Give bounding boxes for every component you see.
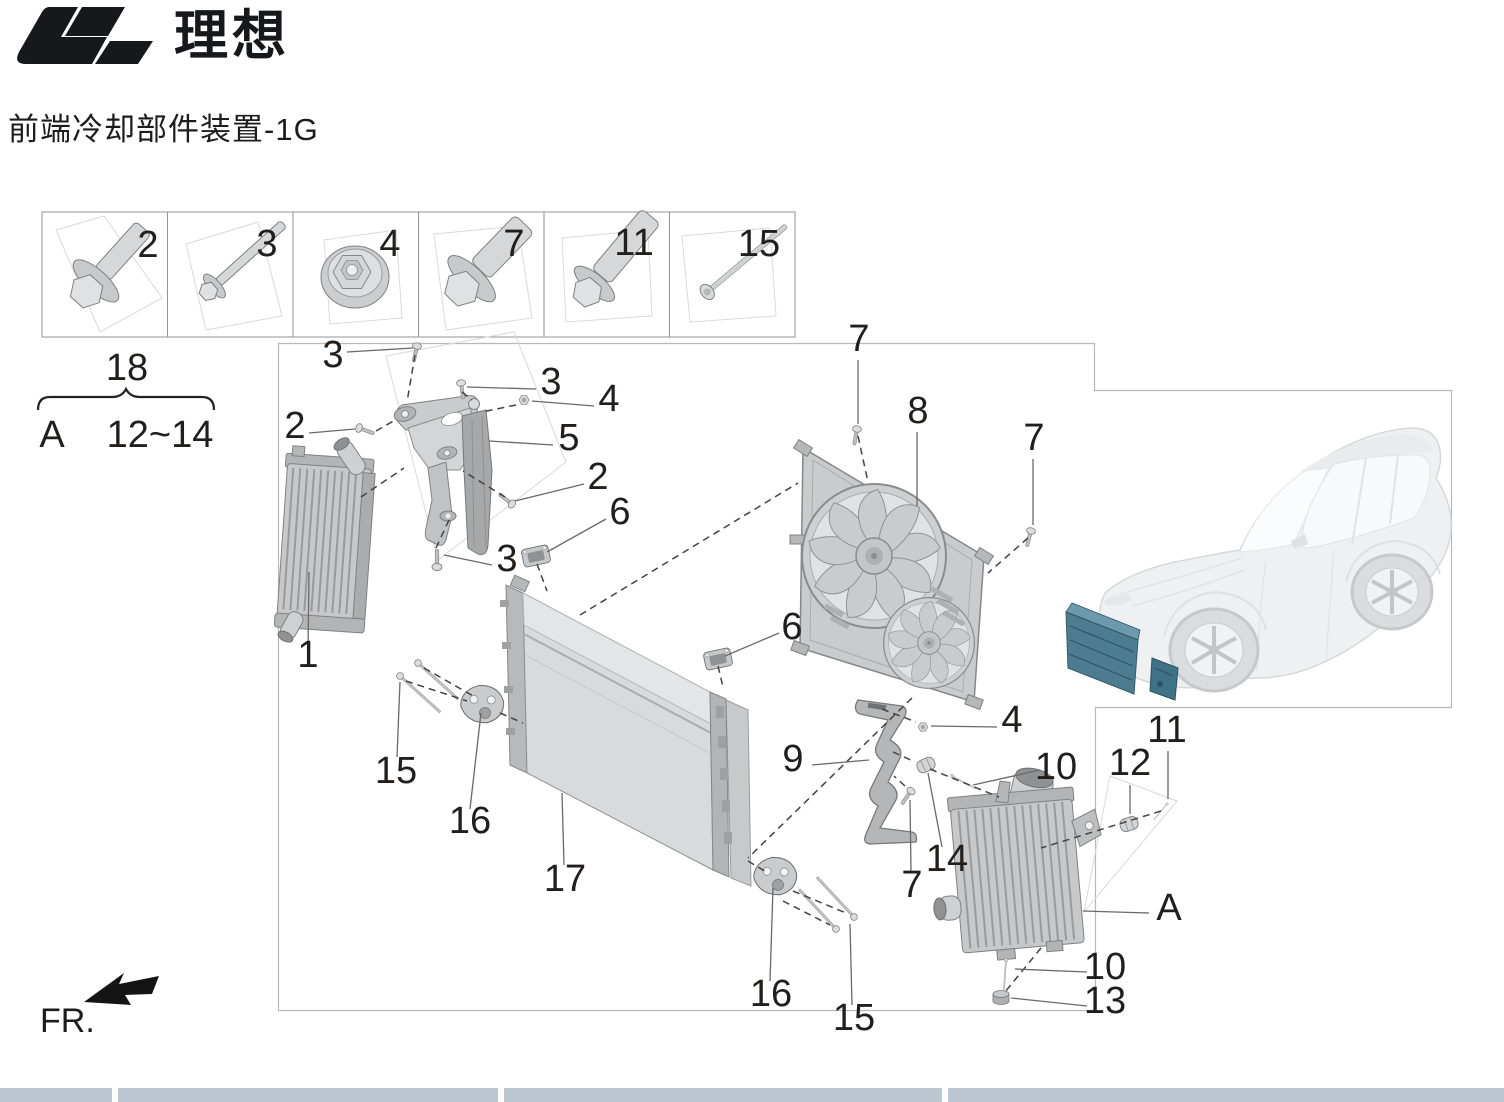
direction-indicator: FR. xyxy=(40,973,159,1040)
vehicle-illustration xyxy=(1065,427,1452,701)
aux-intercooler-part xyxy=(933,767,1102,961)
fastener-legend: 2 3 4 7 11 15 xyxy=(41,210,796,338)
callout-14[interactable]: 14 xyxy=(926,838,968,880)
callout-4[interactable]: 4 xyxy=(598,378,619,420)
callout-3[interactable]: 3 xyxy=(540,361,561,403)
legend-number-15[interactable]: 15 xyxy=(738,223,780,265)
assembly-outline xyxy=(385,331,567,561)
hex-washer-bolt-icon xyxy=(444,216,533,307)
callout-6[interactable]: 6 xyxy=(609,491,630,533)
long-hex-bolt-icon xyxy=(198,221,286,302)
fan-module-part xyxy=(789,438,995,711)
callout-10[interactable]: 10 xyxy=(1084,946,1126,988)
group-range: 12~14 xyxy=(107,414,214,456)
callout-16[interactable]: 16 xyxy=(750,973,792,1015)
legend-number-11[interactable]: 11 xyxy=(614,222,653,264)
callout-4[interactable]: 4 xyxy=(1001,699,1022,741)
callout-5[interactable]: 5 xyxy=(558,417,579,459)
hex-flange-bolt-icon xyxy=(69,222,150,309)
vehicle-highlight-part xyxy=(1065,602,1179,701)
callout-7[interactable]: 7 xyxy=(848,318,869,360)
brand-name: 理想 xyxy=(174,6,290,66)
callout-2[interactable]: 2 xyxy=(587,456,608,498)
callout-13[interactable]: 13 xyxy=(1084,980,1126,1022)
callout-12[interactable]: 12 xyxy=(1109,742,1151,784)
footer-bar-segment xyxy=(948,1088,1504,1102)
thick-left-arrow-icon xyxy=(84,973,159,1005)
long-pin-screw-icon xyxy=(699,224,788,300)
callout-15[interactable]: 15 xyxy=(375,750,417,792)
callout-3[interactable]: 3 xyxy=(322,334,343,376)
callout-leader-lines xyxy=(307,347,1169,1007)
legend-number-2[interactable]: 2 xyxy=(137,224,158,266)
support-bracket-part xyxy=(854,699,918,845)
li-auto-logo-icon xyxy=(17,7,153,64)
intercooler-part xyxy=(273,437,376,643)
footer-bar-segment xyxy=(118,1088,498,1102)
callout-6[interactable]: 6 xyxy=(781,606,802,648)
callout-A[interactable]: A xyxy=(1156,887,1182,929)
legend-number-7[interactable]: 7 xyxy=(503,223,524,265)
rear-wheel xyxy=(1350,553,1434,631)
footer-bar-segment xyxy=(504,1088,942,1102)
callout-7[interactable]: 7 xyxy=(1023,417,1044,459)
page-title: 前端冷却部件装置-1G xyxy=(8,112,319,147)
callout-11[interactable]: 11 xyxy=(1147,709,1186,751)
callout-3[interactable]: 3 xyxy=(496,538,517,580)
callouts: 3 3 4 2 5 2 6 3 1 7 8 7 6 4 9 10 12 11 1… xyxy=(284,318,1186,1039)
header: 理想 xyxy=(10,4,290,68)
callout-10[interactable]: 10 xyxy=(1035,746,1077,788)
flange-nut-icon xyxy=(320,245,390,309)
callout-7[interactable]: 7 xyxy=(901,864,922,906)
callout-1[interactable]: 1 xyxy=(297,634,318,676)
legend-number-4[interactable]: 4 xyxy=(379,223,400,265)
callout-17[interactable]: 17 xyxy=(544,858,586,900)
callout-8[interactable]: 8 xyxy=(907,390,928,432)
assembly-outline xyxy=(1083,775,1178,914)
callout-15[interactable]: 15 xyxy=(833,997,875,1039)
footer-bar-segment xyxy=(0,1088,112,1102)
fastener-group-label: 18 A 12~14 xyxy=(36,347,216,456)
assembly-dashed-lines xyxy=(360,354,1162,993)
group-number: 18 xyxy=(106,347,148,389)
group-brace xyxy=(36,386,216,411)
group-letter: A xyxy=(39,414,65,456)
legend-number-3[interactable]: 3 xyxy=(256,223,277,265)
diagram-border xyxy=(277,342,1453,1012)
callout-16[interactable]: 16 xyxy=(449,800,491,842)
mounting-bracket-part xyxy=(393,395,493,556)
radiator-part xyxy=(500,574,752,887)
direction-label: FR. xyxy=(40,1002,95,1040)
front-wheel xyxy=(1168,607,1260,693)
hex-washer-bolt-long-icon xyxy=(572,210,659,308)
callout-2[interactable]: 2 xyxy=(284,405,305,447)
callout-9[interactable]: 9 xyxy=(782,738,803,780)
